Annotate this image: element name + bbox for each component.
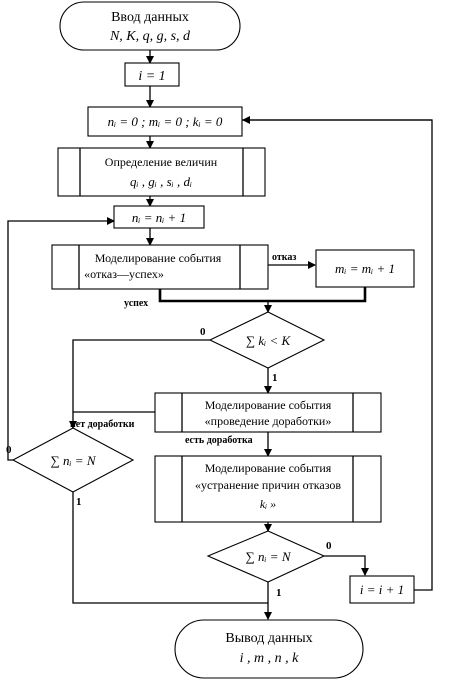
label-cond-left-no: 0 xyxy=(6,444,12,456)
model-fix-line3: kᵢ » xyxy=(260,497,276,511)
end-title: Вывод данных xyxy=(225,631,312,646)
cond-k-diamond: ∑ kᵢ < K xyxy=(208,311,326,369)
define-block: Определение величин qᵢ , gᵢ , sᵢ , dᵢ xyxy=(57,147,266,197)
init-i-block: i = 1 xyxy=(124,62,180,87)
inc-n-block: nᵢ = nᵢ + 1 xyxy=(113,205,205,229)
arrow-cond-k-no xyxy=(69,339,210,429)
inc-i-text: i = i + 1 xyxy=(360,582,404,597)
model-rev-block: Моделирование события «проведение дорабо… xyxy=(154,392,382,433)
define-title: Определение величин xyxy=(105,155,218,169)
label-cond-right-no: 0 xyxy=(326,540,332,552)
cond-n-left-diamond: ∑ nᵢ = N xyxy=(11,427,135,493)
end-terminal: Вывод данных i , m , n , k xyxy=(174,619,364,679)
cond-n-left-text: ∑ nᵢ = N xyxy=(50,453,96,468)
arrow-cond-right-no xyxy=(324,555,369,576)
model-fail-block: Моделирование события «отказ—успех» xyxy=(51,244,269,290)
inc-m-text: mᵢ = mᵢ + 1 xyxy=(335,261,395,276)
model-fix-block: Моделирование события «устранение причин… xyxy=(154,455,382,523)
cond-n-right-text: ∑ nᵢ = N xyxy=(245,549,291,564)
label-no-revision: нет доработки xyxy=(70,419,135,430)
merge-uspekh xyxy=(158,289,268,303)
model-rev-line1: Моделирование события xyxy=(205,398,332,412)
inc-n-text: nᵢ = nᵢ + 1 xyxy=(132,210,186,225)
cond-k-text: ∑ kᵢ < K xyxy=(246,333,292,348)
model-fix-line2: «устранение причин отказов xyxy=(195,478,341,492)
label-cond-k-yes: 1 xyxy=(272,372,278,384)
label-uspekh: успех xyxy=(124,298,148,309)
model-fix-line1: Моделирование события xyxy=(205,461,332,475)
label-cond-left-yes: 1 xyxy=(76,496,82,508)
start-vars: N, K, q, g, s, d xyxy=(109,29,191,44)
merge-otkaz xyxy=(268,287,367,303)
model-fail-line2: «отказ—успех» xyxy=(84,267,164,281)
branch-labels: отказ успех нет доработки есть доработка… xyxy=(6,252,332,599)
start-title: Ввод данных xyxy=(111,10,189,25)
inc-i-block: i = i + 1 xyxy=(349,575,415,604)
model-rev-line2: «проведение доработки» xyxy=(205,414,332,428)
model-fail-line1: Моделирование события xyxy=(95,251,222,265)
label-otkaz: отказ xyxy=(272,252,296,263)
reset-block: nᵢ = 0 ; mᵢ = 0 ; kᵢ = 0 xyxy=(87,106,243,137)
label-cond-right-yes: 1 xyxy=(276,587,282,599)
define-vars: qᵢ , gᵢ , sᵢ , dᵢ xyxy=(130,174,192,189)
reset-expr: nᵢ = 0 ; mᵢ = 0 ; kᵢ = 0 xyxy=(108,114,223,129)
label-yes-revision: есть доработка xyxy=(185,435,253,446)
end-vars: i , m , n , k xyxy=(240,651,300,666)
init-i-text: i = 1 xyxy=(138,69,165,84)
cond-n-right-diamond: ∑ nᵢ = N xyxy=(206,530,326,583)
label-cond-k-no: 0 xyxy=(200,326,206,338)
inc-m-block: mᵢ = mᵢ + 1 xyxy=(315,249,415,288)
connectors xyxy=(7,50,433,620)
start-terminal: Ввод данных N, K, q, g, s, d xyxy=(59,1,241,51)
loop-cond-left-no xyxy=(7,217,115,461)
line-cond-left-yes xyxy=(72,488,268,604)
